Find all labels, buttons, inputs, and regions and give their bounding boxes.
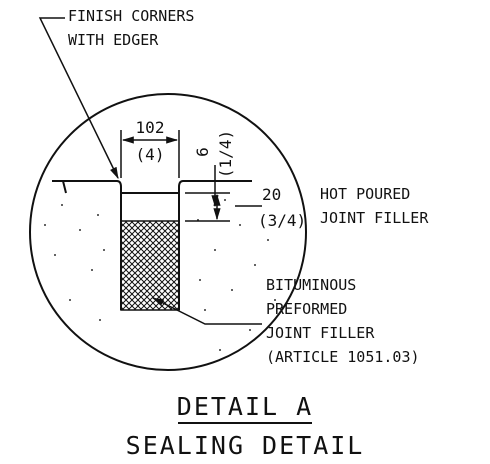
bituminous-leader bbox=[151, 297, 262, 325]
bituminous-text-3: JOINT FILLER bbox=[266, 324, 375, 342]
detail-subtitle: SEALING DETAIL bbox=[126, 431, 365, 460]
break-symbol bbox=[55, 180, 70, 194]
bituminous-text-4: (ARTICLE 1051.03) bbox=[266, 348, 420, 366]
depth-in-label: (3/4) bbox=[258, 211, 306, 230]
edge-mm-label: 6 bbox=[193, 147, 212, 157]
detail-circle bbox=[29, 93, 307, 371]
hot-poured-text-1: HOT POURED bbox=[320, 185, 410, 203]
depth-mm-label: 20 bbox=[262, 185, 281, 204]
bituminous-text-1: BITUMINOUS bbox=[266, 276, 356, 294]
hot-poured-text-2: JOINT FILLER bbox=[320, 209, 429, 227]
finish-corners-leader bbox=[38, 17, 119, 180]
detail-title: DETAIL A bbox=[177, 392, 313, 421]
joint-right-wall bbox=[178, 180, 184, 310]
edge-in-label: (1/4) bbox=[216, 130, 235, 178]
width-in-label: (4) bbox=[136, 145, 165, 164]
preformed-joint-filler bbox=[120, 220, 180, 311]
bituminous-text-2: PREFORMED bbox=[266, 300, 347, 318]
finish-corners-text-1: FINISH CORNERS bbox=[68, 7, 194, 25]
finish-corners-text-2: WITH EDGER bbox=[68, 31, 159, 49]
joint-left-wall bbox=[116, 180, 122, 310]
width-mm-label: 102 bbox=[136, 118, 165, 137]
